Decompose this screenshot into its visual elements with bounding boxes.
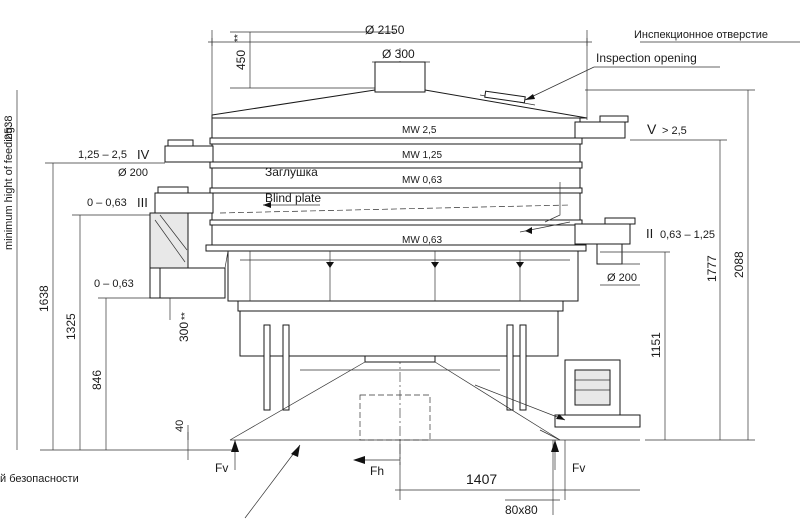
dim-40-label: 40	[174, 420, 186, 432]
outlet-iv-label: 1,25 – 2,5	[78, 149, 127, 161]
dim-300-label: 300	[177, 322, 191, 342]
safety-label: й безопасности	[0, 473, 79, 485]
mw-063a-label: MW 0,63	[402, 175, 442, 186]
dim-1638-label: 1638	[37, 285, 51, 312]
top-dimension-lines	[208, 30, 592, 465]
outlet-i-label: 0 – 0,63	[94, 278, 134, 290]
fv-right-label: Fv	[572, 461, 585, 475]
dia-300-label: Ø 300	[382, 47, 415, 61]
roman-v-label: V	[647, 121, 657, 137]
min-height-label: minimum hight of feeding:	[3, 124, 15, 250]
fh-label: Fh	[370, 464, 384, 478]
inspection-ru-label: Инспекционное отверстие	[634, 29, 768, 41]
bottom-dimension-lines	[187, 425, 640, 519]
roman-iv-label: IV	[137, 147, 150, 162]
dia-200-left-label: Ø 200	[118, 167, 148, 179]
roman-iii-label: III	[137, 195, 148, 210]
dim-2088-label: 2088	[732, 251, 746, 278]
dim-450-label: 450	[234, 50, 248, 70]
outlet-iii-label: 0 – 0,63	[87, 197, 127, 209]
fv-left-label: Fv	[215, 461, 228, 475]
dim-80x80-label: 80x80	[505, 503, 538, 517]
right-dimension-lines	[585, 89, 755, 441]
plug-ru-label: Заглушка	[265, 165, 318, 179]
left-dimension-lines	[16, 90, 235, 460]
mw-063b-label: MW 0,63	[402, 235, 442, 246]
dim-1325-label: 1325	[64, 313, 78, 340]
inspection-leaders	[524, 41, 800, 101]
outlets-right	[479, 90, 636, 265]
dim-1407-label: 1407	[466, 471, 497, 487]
dim-1777-label: 1777	[705, 255, 719, 282]
roman-ii-label: II	[646, 226, 653, 241]
star-top-label: **	[233, 34, 244, 42]
outlets-left	[149, 139, 229, 320]
blind-en-label: Blind plate	[265, 191, 321, 205]
star-300-label: **	[180, 312, 191, 320]
dim-2538-label: 2538	[3, 116, 15, 140]
outlet-ii-label: 0,63 – 1,25	[660, 229, 715, 241]
inspection-en-label: Inspection opening	[596, 51, 697, 65]
outlet-v-value: > 2,5	[662, 125, 687, 137]
dia-2150-label: Ø 2150	[365, 23, 405, 37]
sieve-body	[205, 61, 641, 441]
dim-1151-label: 1151	[649, 332, 663, 358]
dia-200-right-label: Ø 200	[607, 272, 637, 284]
mw-125-label: MW 1,25	[402, 150, 442, 161]
dim-846-label: 846	[90, 370, 104, 390]
mw-25-label: MW 2,5	[402, 125, 437, 136]
